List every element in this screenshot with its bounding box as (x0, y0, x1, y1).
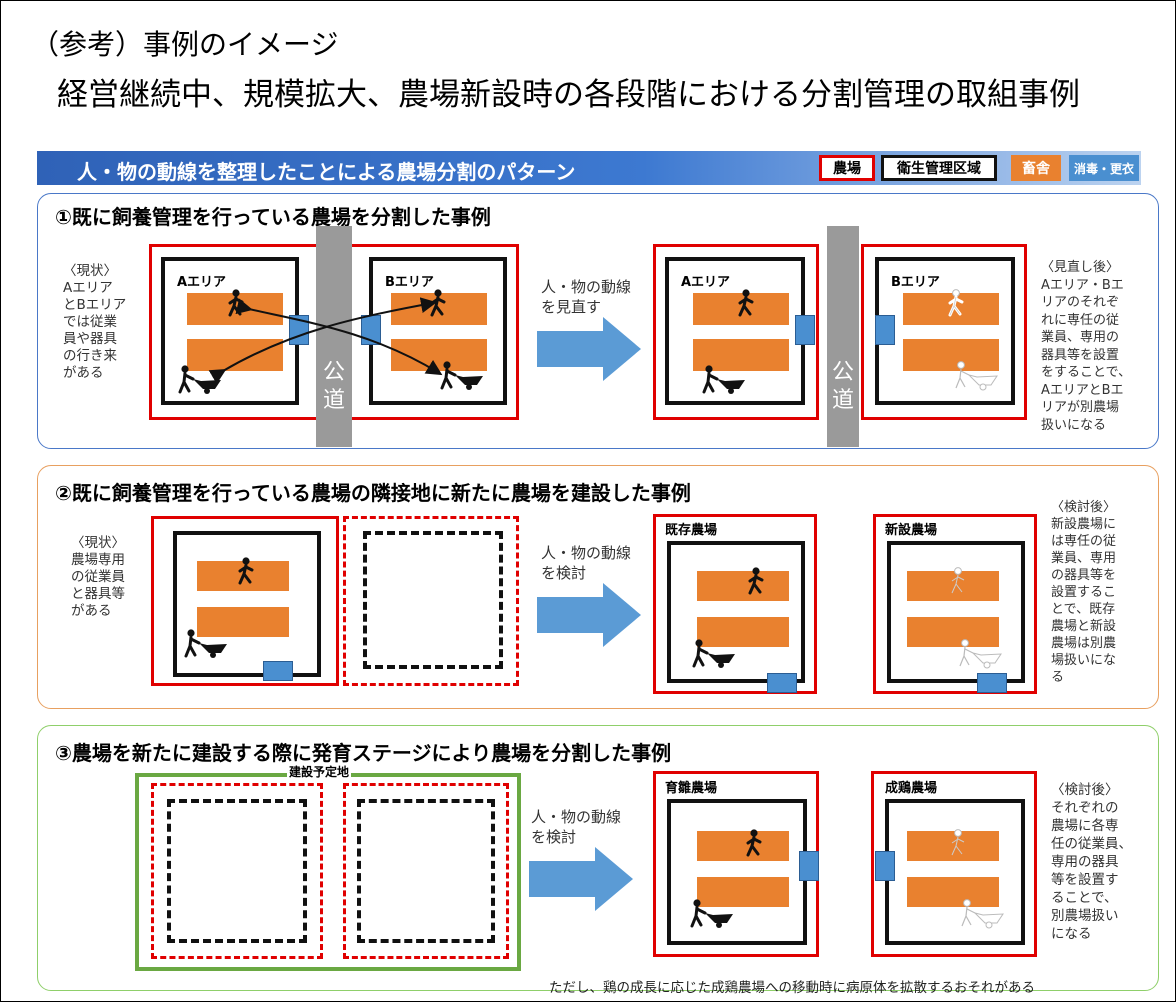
page-title: 経営継続中、規模拡大、農場新設時の各段階における分割管理の取組事例 (57, 77, 1080, 113)
planned-farm-outline (343, 516, 519, 686)
existing-farm-label: 既存農場 (665, 523, 718, 538)
walking-person-icon (238, 557, 254, 585)
disinfection-point (875, 315, 895, 345)
planned-farm-outline (151, 783, 323, 959)
planned-farm-outline (343, 783, 509, 959)
planned-zone-outline (167, 799, 307, 943)
case3-title: ③農場を新たに建設する際に発育ステージにより農場を分割した事例 (55, 741, 672, 765)
person-with-wheelbarrow-icon (690, 899, 733, 928)
existing-zone-before (173, 531, 321, 677)
new-zone (887, 541, 1025, 683)
new-farm-label: 新設農場 (885, 523, 938, 538)
disinfection-point (263, 661, 293, 681)
disinfection-point (767, 673, 797, 693)
barn (697, 571, 789, 601)
walking-person-icon (951, 829, 965, 856)
big-right-arrow (537, 583, 641, 647)
existing-zone (667, 541, 805, 683)
barn (697, 831, 789, 861)
disinfection-point (875, 851, 895, 881)
planned-zone-outline (363, 531, 503, 669)
barn (903, 339, 999, 371)
case3-arrow-text: 人・物の動線 を検討 (531, 808, 622, 846)
walking-person-icon (948, 289, 964, 317)
area-b-label-after: Bエリア (891, 275, 940, 290)
public-road-label: 公 道 (322, 360, 345, 413)
person-with-wheelbarrow-icon (961, 899, 1004, 929)
walking-person-icon (951, 567, 965, 594)
area-a-label-after: Aエリア (681, 275, 731, 290)
reference-heading: （参考）事例のイメージ (31, 28, 339, 61)
area-b-label: Bエリア (385, 275, 434, 290)
farm-a-after (653, 244, 819, 420)
barn (907, 617, 999, 647)
case1-after-note: 〈見直し後〉 Aエリア・Bエ リアのそれぞ れに専任の従 業員、専用の 器具等を… (1041, 260, 1132, 433)
layer-farm-label: 成鶏農場 (885, 781, 938, 796)
person-with-wheelbarrow-icon (955, 361, 998, 391)
case1-current-note: 〈現状〉 Aエリア とBエリア では従業 員や器具 の行き来 がある (63, 263, 127, 381)
person-with-wheelbarrow-icon (692, 639, 735, 668)
legend-hygiene-zone: 衛生管理区域 (881, 155, 997, 181)
legend-barn: 畜舎 (1011, 155, 1061, 181)
area-a-label: Aエリア (177, 275, 227, 290)
barn (907, 831, 999, 861)
case2-arrow-text: 人・物の動線 を検討 (541, 544, 632, 582)
case2-after-note: 〈検討後〉 新設農場に は専任の従 業員、専用 の器具等を 設置するこ とで、既… (1051, 500, 1117, 685)
disinfection-point (977, 673, 1007, 693)
disinfection-point (795, 315, 815, 345)
case3-after-note: 〈検討後〉 それぞれの 農場に各専 任の従業員、 専用の器具 等を設置す ること… (1051, 782, 1132, 942)
case2-title: ②既に飼養管理を行っている農場の隣接地に新たに農場を建設した事例 (55, 481, 691, 505)
brooding-farm-label: 育雛農場 (665, 781, 718, 796)
planned-site-label: 建設予定地 (287, 763, 352, 780)
person-with-wheelbarrow-icon (959, 639, 1002, 669)
banner-title: 人・物の動線を整理したことによる農場分割のパターン (77, 160, 576, 184)
public-road-label: 公 道 (831, 360, 854, 413)
public-road (827, 226, 859, 447)
barn (697, 877, 789, 907)
case2-current-note: 〈現状〉 農場専用 の従業員 と器具等 がある (71, 535, 125, 619)
legend-farm: 農場 (819, 155, 875, 181)
walking-person-icon (738, 289, 754, 317)
walking-person-icon (430, 289, 446, 317)
person-with-wheelbarrow-icon (184, 629, 227, 658)
case3-footnote: ただし、鶏の成長に応じた成鶏農場への移動時に病原体を拡散するおそれがある (549, 980, 1035, 996)
crossing-movement-arrows (208, 297, 443, 384)
barn (907, 571, 999, 601)
person-with-wheelbarrow-icon (178, 365, 221, 394)
disinfection-point (799, 851, 819, 881)
big-right-arrow (529, 847, 633, 911)
case1-title: ①既に飼養管理を行っている農場を分割した事例 (55, 205, 491, 229)
barn (697, 617, 789, 647)
planned-zone-outline (357, 799, 495, 943)
barn (693, 293, 789, 325)
walking-person-icon (228, 289, 244, 317)
person-with-wheelbarrow-icon (440, 361, 483, 390)
barn (197, 607, 289, 637)
barn (907, 877, 999, 907)
case1-arrow-text: 人・物の動線 を見直す (541, 278, 632, 316)
barn (903, 293, 999, 325)
walking-person-icon (748, 567, 764, 595)
legend-disinfect: 消毒・更衣 (1069, 155, 1139, 181)
existing-farm-before (151, 516, 339, 686)
big-right-arrow (537, 317, 641, 381)
walking-person-icon (746, 829, 762, 857)
person-with-wheelbarrow-icon (702, 365, 745, 394)
